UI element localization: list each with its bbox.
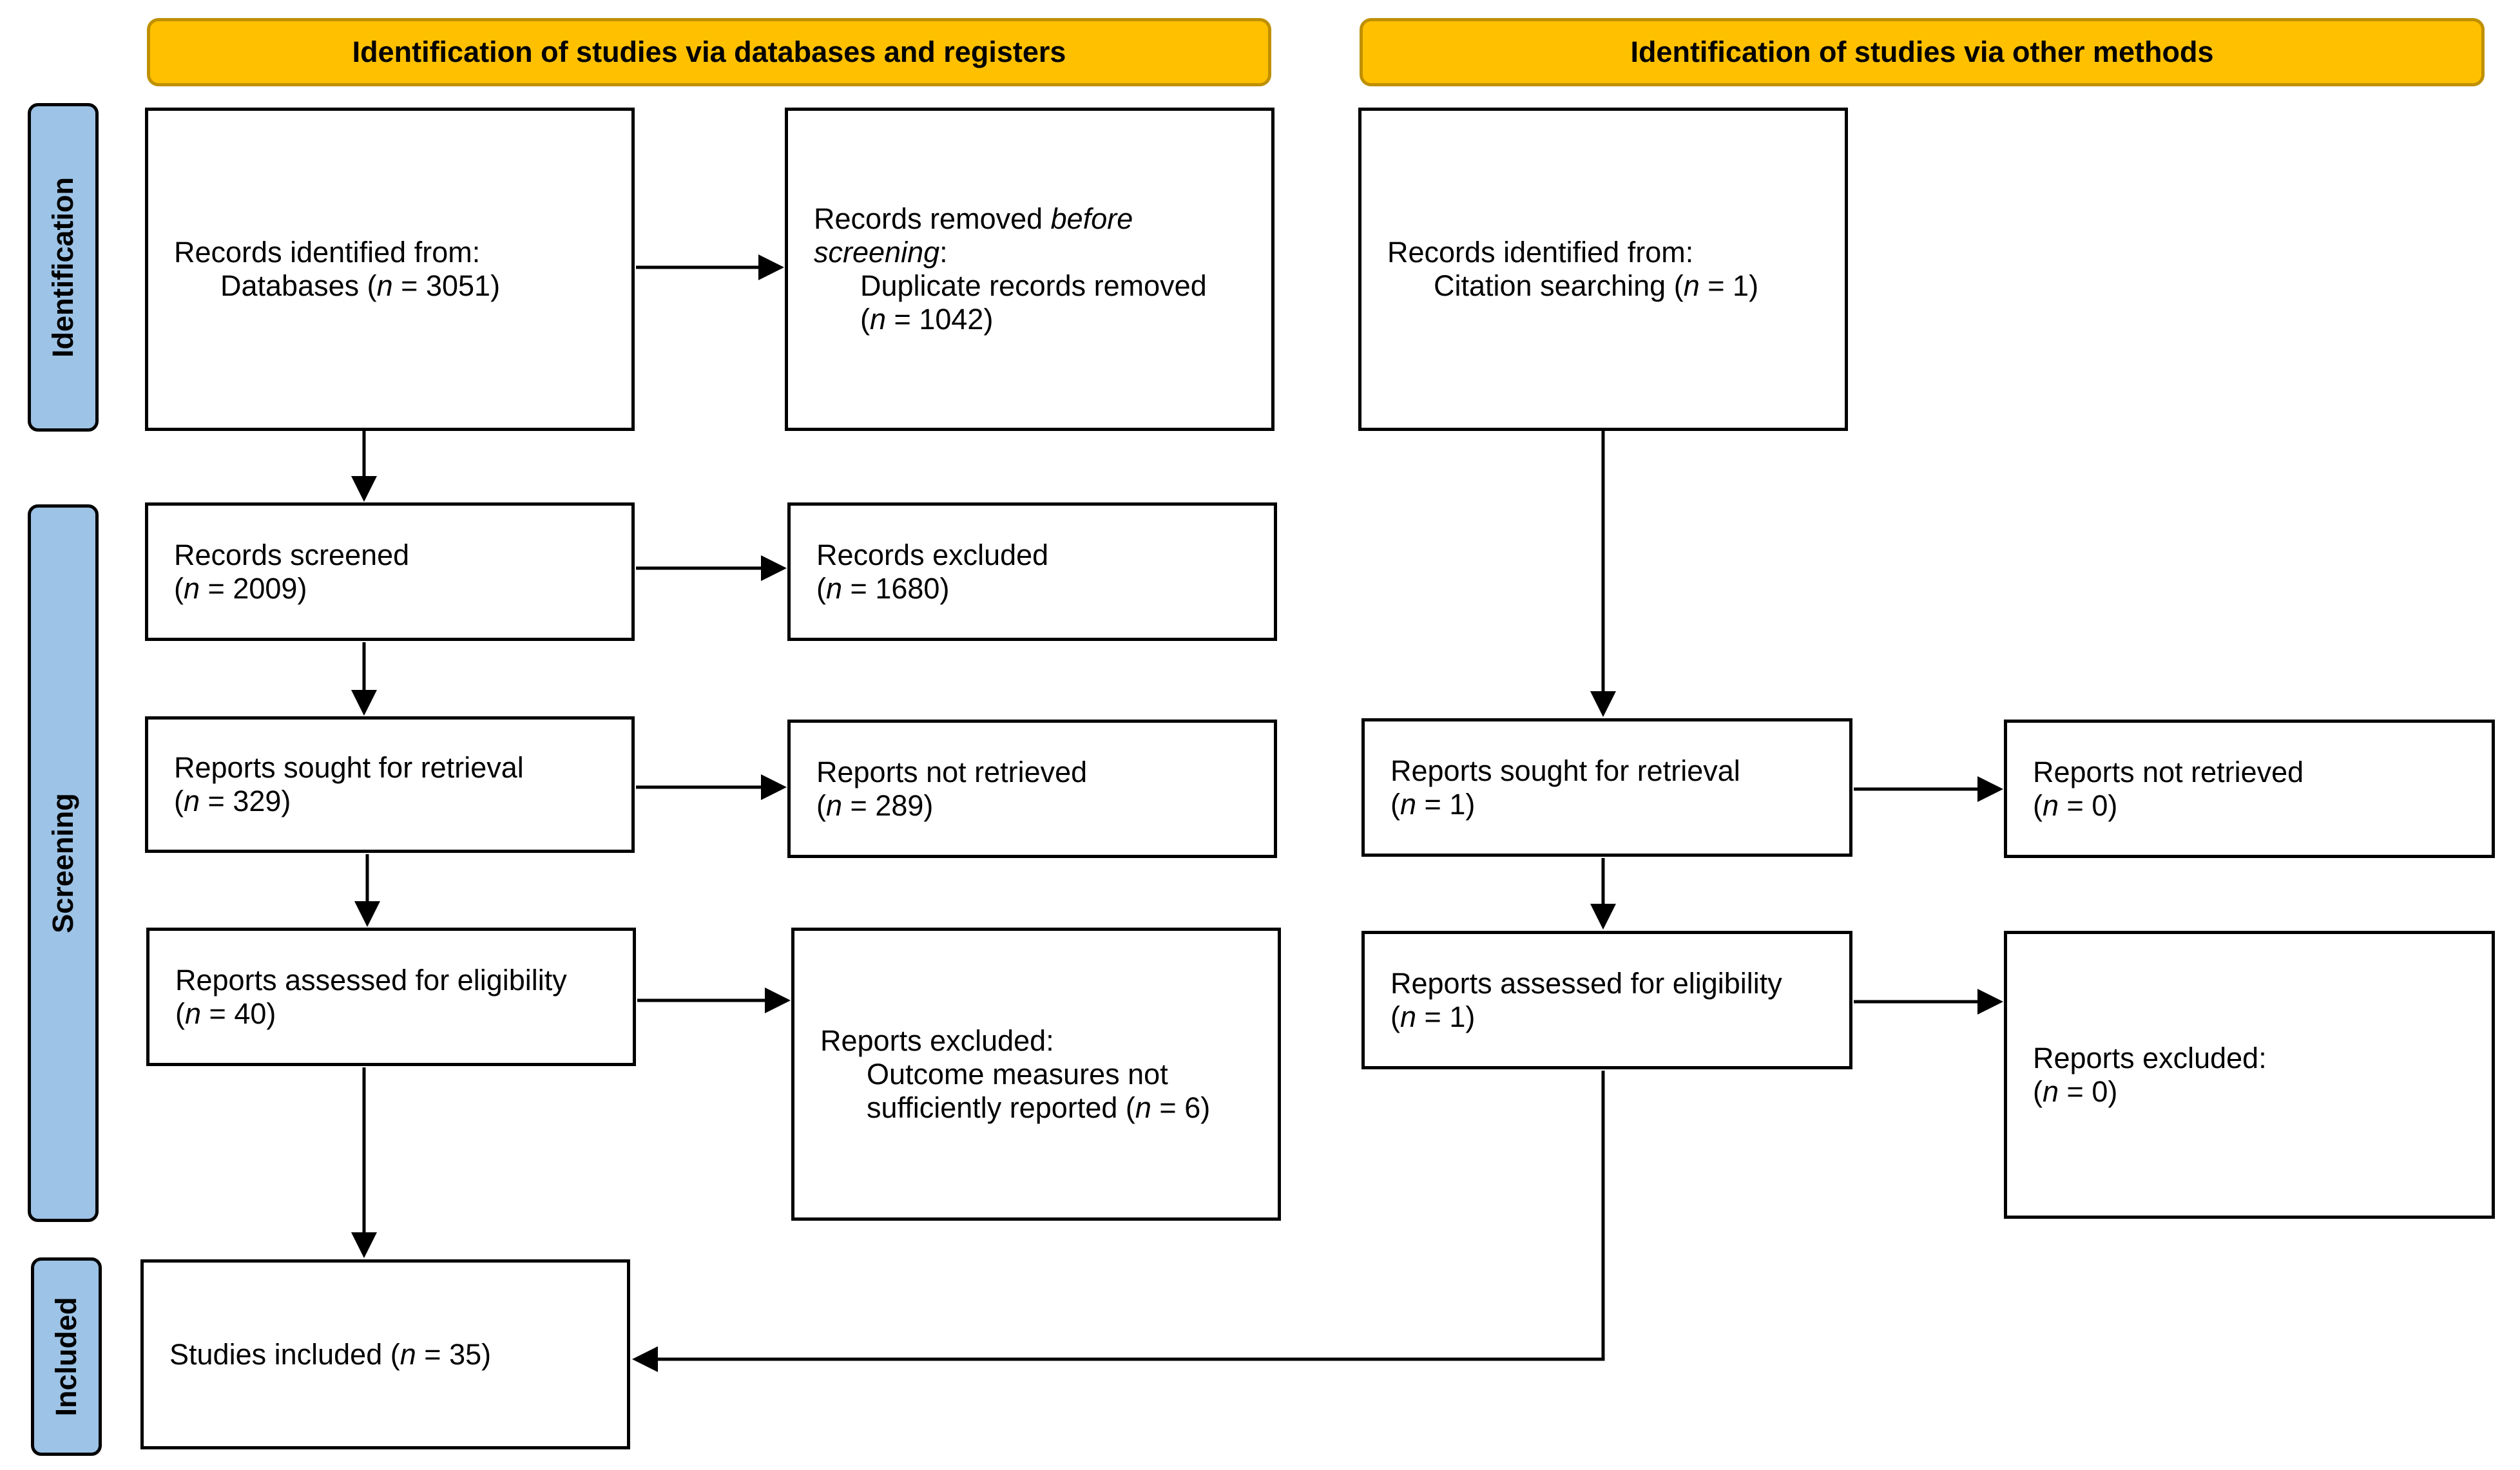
reports-excluded-db-reason-1: Outcome measures not [867,1057,1168,1091]
reports-assessed-db-label: Reports assessed for eligibility [175,963,567,997]
records-identified-other-heading: Records identified from: [1387,236,1694,269]
reports-assessed-other-label: Reports assessed for eligibility [1390,966,1782,1000]
header-databases-text: Identification of studies via databases … [352,35,1066,68]
header-other-methods: Identification of studies via other meth… [1360,18,2485,86]
box-records-identified-databases: Records identified from: Databases (n = … [145,108,635,431]
reports-not-retrieved-db-label: Reports not retrieved [816,755,1088,788]
box-studies-included: Studies included (n = 35) [140,1259,630,1449]
box-reports-assessed-other: Reports assessed for eligibility (n = 1) [1361,931,1852,1069]
box-reports-sought-databases: Reports sought for retrieval (n = 329) [145,716,635,853]
reports-assessed-other-count: (n = 1) [1390,1000,1476,1033]
arrow-assessed-other-to-included [632,1071,1605,1372]
records-removed-duplicates: Duplicate records removed [860,269,1207,302]
reports-excluded-other-label: Reports excluded: [2033,1041,2267,1074]
records-excluded-label: Records excluded [816,538,1049,571]
reports-sought-db-label: Reports sought for retrieval [174,751,524,784]
records-identified-other-item: Citation searching (n = 1) [1434,269,1759,302]
box-records-excluded: Records excluded (n = 1680) [787,502,1277,641]
phase-screening: Screening [28,504,99,1222]
box-records-screened: Records screened (n = 2009) [145,502,635,641]
box-reports-assessed-databases: Reports assessed for eligibility (n = 40… [146,928,636,1066]
box-reports-excluded-other: Reports excluded: (n = 0) [2004,931,2495,1219]
studies-included-label: Studies included (n = 35) [169,1337,492,1371]
reports-not-retrieved-db-count: (n = 289) [816,788,934,822]
reports-not-retrieved-other-label: Reports not retrieved [2033,755,2304,788]
records-identified-db-item: Databases (n = 3051) [220,269,501,302]
box-reports-sought-other: Reports sought for retrieval (n = 1) [1361,718,1852,857]
reports-sought-other-count: (n = 1) [1390,787,1476,821]
reports-excluded-db-reason-2: sufficiently reported (n = 6) [867,1091,1211,1124]
reports-sought-other-label: Reports sought for retrieval [1390,754,1740,787]
reports-not-retrieved-other-count: (n = 0) [2033,788,2118,822]
records-screened-count: (n = 2009) [174,571,307,605]
records-excluded-count: (n = 1680) [816,571,950,605]
box-reports-excluded-databases: Reports excluded: Outcome measures not s… [791,928,1281,1221]
records-removed-heading: Records removed before [814,202,1133,235]
reports-sought-db-count: (n = 329) [174,785,291,817]
header-other-methods-text: Identification of studies via other meth… [1630,35,2214,68]
reports-excluded-other-count: (n = 0) [2033,1074,2118,1108]
records-identified-db-heading: Records identified from: [174,236,481,269]
records-removed-heading-2: screening: [814,236,948,269]
box-reports-not-retrieved-other: Reports not retrieved (n = 0) [2004,720,2495,858]
records-screened-label: Records screened [174,538,410,571]
records-removed-count: (n = 1042) [860,303,994,336]
box-records-identified-other: Records identified from: Citation search… [1358,108,1848,431]
header-databases: Identification of studies via databases … [147,18,1271,86]
box-records-removed: Records removed before screening: Duplic… [785,108,1274,431]
box-reports-not-retrieved-databases: Reports not retrieved (n = 289) [787,720,1277,858]
reports-assessed-db-count: (n = 40) [175,997,276,1030]
phase-included: Included [31,1257,102,1456]
phase-identification: Identification [28,103,99,432]
reports-excluded-db-label: Reports excluded: [820,1024,1054,1057]
